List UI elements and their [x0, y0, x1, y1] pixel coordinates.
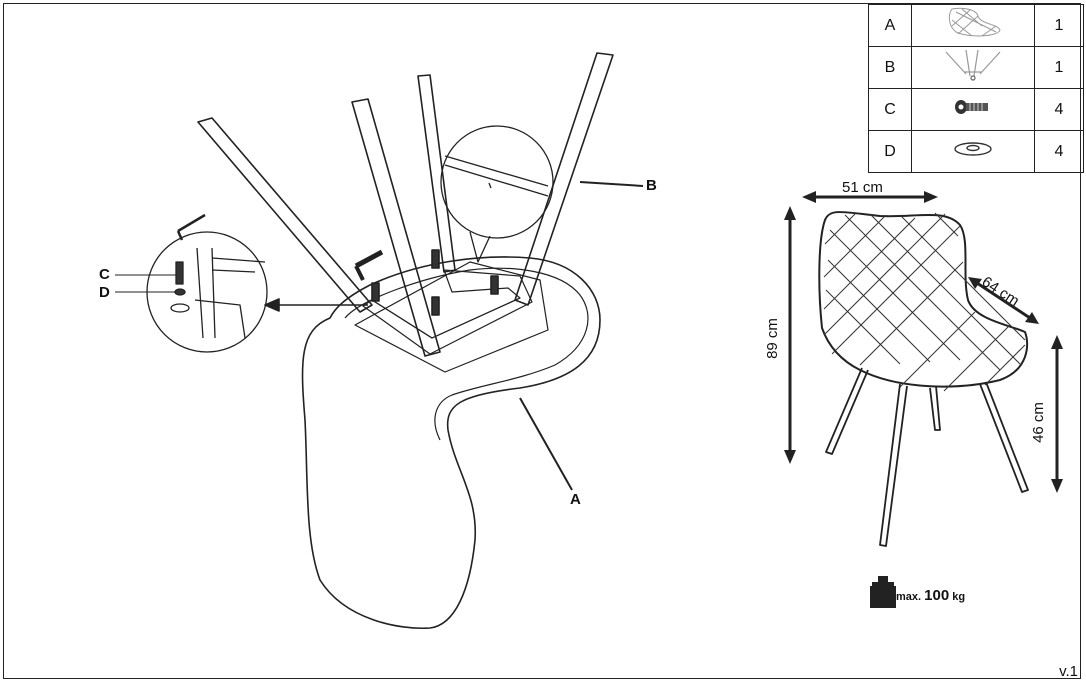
part-letter: D: [868, 130, 912, 173]
leader-lines: [115, 181, 644, 491]
seat-shell-upside-down: [301, 256, 601, 630]
allen-key-small-icon: [176, 213, 206, 241]
dimension-width: 51 cm: [842, 179, 883, 196]
max-load-value: 100: [924, 587, 950, 604]
parts-row: B 1: [868, 46, 1084, 89]
detail-arrow: [264, 298, 368, 312]
callout-d: D: [99, 284, 110, 301]
parts-row: C 4: [868, 88, 1084, 131]
max-load-prefix: max.: [896, 591, 922, 603]
washer-icon: [911, 130, 1035, 173]
chair-legs-frame-icon: [911, 46, 1035, 89]
dimension-height: 89 cm: [763, 318, 781, 359]
chair-side-view: [818, 211, 1029, 547]
parts-row: D 4: [868, 130, 1084, 173]
dimension-seat-height: 46 cm: [1029, 402, 1047, 443]
bolt-icon: [911, 88, 1035, 131]
parts-list-table: A 1 B 1 C 4 D: [868, 4, 1084, 173]
parts-row: A 1: [868, 4, 1084, 47]
part-quantity: 4: [1034, 130, 1084, 173]
version-label: v.1: [1059, 663, 1078, 680]
allen-key-icon: [354, 249, 384, 281]
part-quantity: 1: [1034, 4, 1084, 47]
frame-bolts: [371, 249, 499, 316]
dimension-arrows: [784, 191, 1063, 493]
chair-seat-icon: [911, 4, 1035, 47]
drawing-frame: [3, 3, 1081, 679]
callout-b: B: [646, 177, 657, 194]
weight-icon: [870, 576, 896, 608]
max-load-label: max. 100 kg: [896, 587, 965, 604]
callout-a: A: [570, 491, 581, 508]
part-quantity: 1: [1034, 46, 1084, 89]
max-load-unit: kg: [952, 591, 966, 603]
callout-c: C: [99, 266, 110, 283]
leg-frame-upside-down: [197, 52, 614, 357]
detail-bubble-b: [440, 125, 554, 263]
part-letter: B: [868, 46, 912, 89]
part-letter: A: [868, 4, 912, 47]
part-letter: C: [868, 88, 912, 131]
part-quantity: 4: [1034, 88, 1084, 131]
